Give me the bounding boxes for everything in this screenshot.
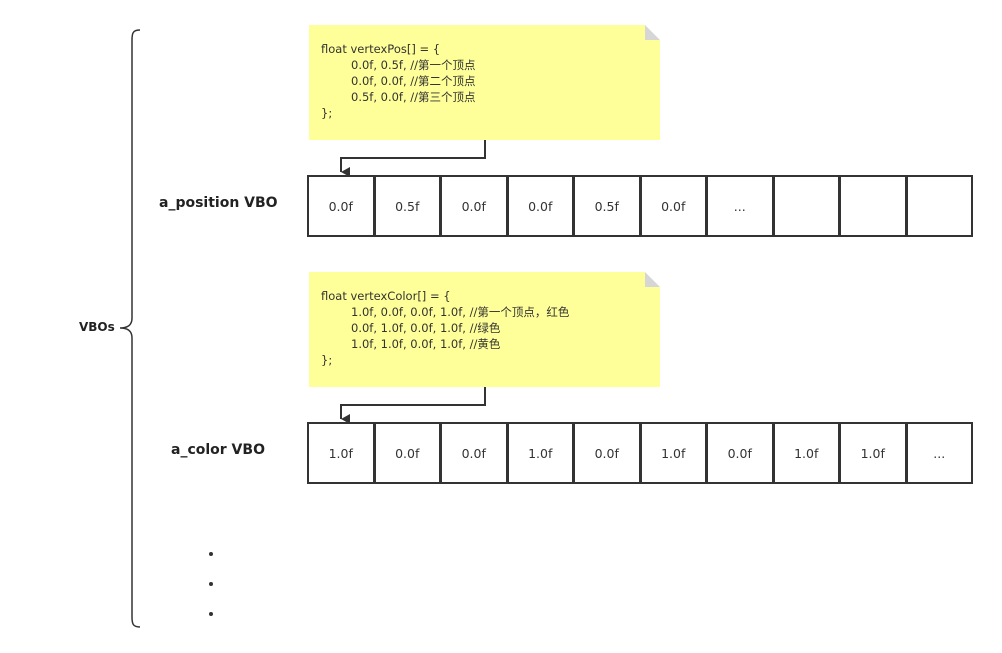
- buffer-cell: 1.0f: [839, 422, 907, 484]
- buffer-cell: 0.0f: [440, 175, 508, 237]
- buffer-cell: 1.0f: [772, 422, 840, 484]
- note-fold-corner: [645, 25, 660, 40]
- buffer-cell: 1.0f: [639, 422, 707, 484]
- note-line: float vertexPos[] = {: [321, 42, 441, 56]
- buffer-cell: [772, 175, 840, 237]
- buffer-cell: ...: [706, 175, 774, 237]
- note-line: };: [321, 106, 333, 120]
- buffer-cell: 0.0f: [307, 175, 375, 237]
- buffer-cell: 1.0f: [506, 422, 574, 484]
- buffer-cell: 0.0f: [706, 422, 774, 484]
- buffer-cell: [839, 175, 907, 237]
- ellipsis-dot: [209, 582, 213, 586]
- note-line: 0.0f, 0.5f, //第一个顶点: [351, 58, 476, 72]
- color-arrow: [340, 387, 486, 424]
- buffer-cell: 0.0f: [639, 175, 707, 237]
- position-arrow: [340, 140, 486, 177]
- note-line: 0.0f, 0.0f, //第二个顶点: [351, 74, 476, 88]
- ellipsis-dot: [209, 552, 213, 556]
- buffer-cell: 0.0f: [440, 422, 508, 484]
- a-position-vbo-label: a_position VBO: [159, 195, 278, 211]
- buffer-cell: 0.5f: [373, 175, 441, 237]
- a-color-buffer: 1.0f 0.0f 0.0f 1.0f 0.0f 1.0f 0.0f 1.0f …: [307, 422, 973, 484]
- ellipsis-dot: [209, 612, 213, 616]
- vbos-brace: [119, 29, 141, 628]
- buffer-cell: 0.0f: [506, 175, 574, 237]
- vertex-color-note: float vertexColor[] = { 1.0f, 0.0f, 0.0f…: [309, 272, 660, 387]
- buffer-cell: [905, 175, 973, 237]
- vertex-pos-note: float vertexPos[] = { 0.0f, 0.5f, //第一个顶…: [309, 25, 660, 140]
- buffer-cell: 1.0f: [307, 422, 375, 484]
- note-line: 1.0f, 1.0f, 0.0f, 1.0f, //黄色: [351, 337, 501, 351]
- vbos-label: VBOs: [79, 320, 115, 334]
- note-line: 1.0f, 0.0f, 0.0f, 1.0f, //第一个顶点，红色: [351, 305, 570, 319]
- buffer-cell: 0.0f: [373, 422, 441, 484]
- note-line: 0.0f, 1.0f, 0.0f, 1.0f, //绿色: [351, 321, 501, 335]
- buffer-cell: 0.5f: [573, 175, 641, 237]
- buffer-cell: 0.0f: [573, 422, 641, 484]
- note-line: float vertexColor[] = {: [321, 289, 451, 303]
- a-color-vbo-label: a_color VBO: [171, 442, 265, 458]
- note-line: 0.5f, 0.0f, //第三个顶点: [351, 90, 476, 104]
- note-line: };: [321, 353, 333, 367]
- note-fold-corner: [645, 272, 660, 287]
- a-position-buffer: 0.0f 0.5f 0.0f 0.0f 0.5f 0.0f ...: [307, 175, 973, 237]
- buffer-cell: ...: [905, 422, 973, 484]
